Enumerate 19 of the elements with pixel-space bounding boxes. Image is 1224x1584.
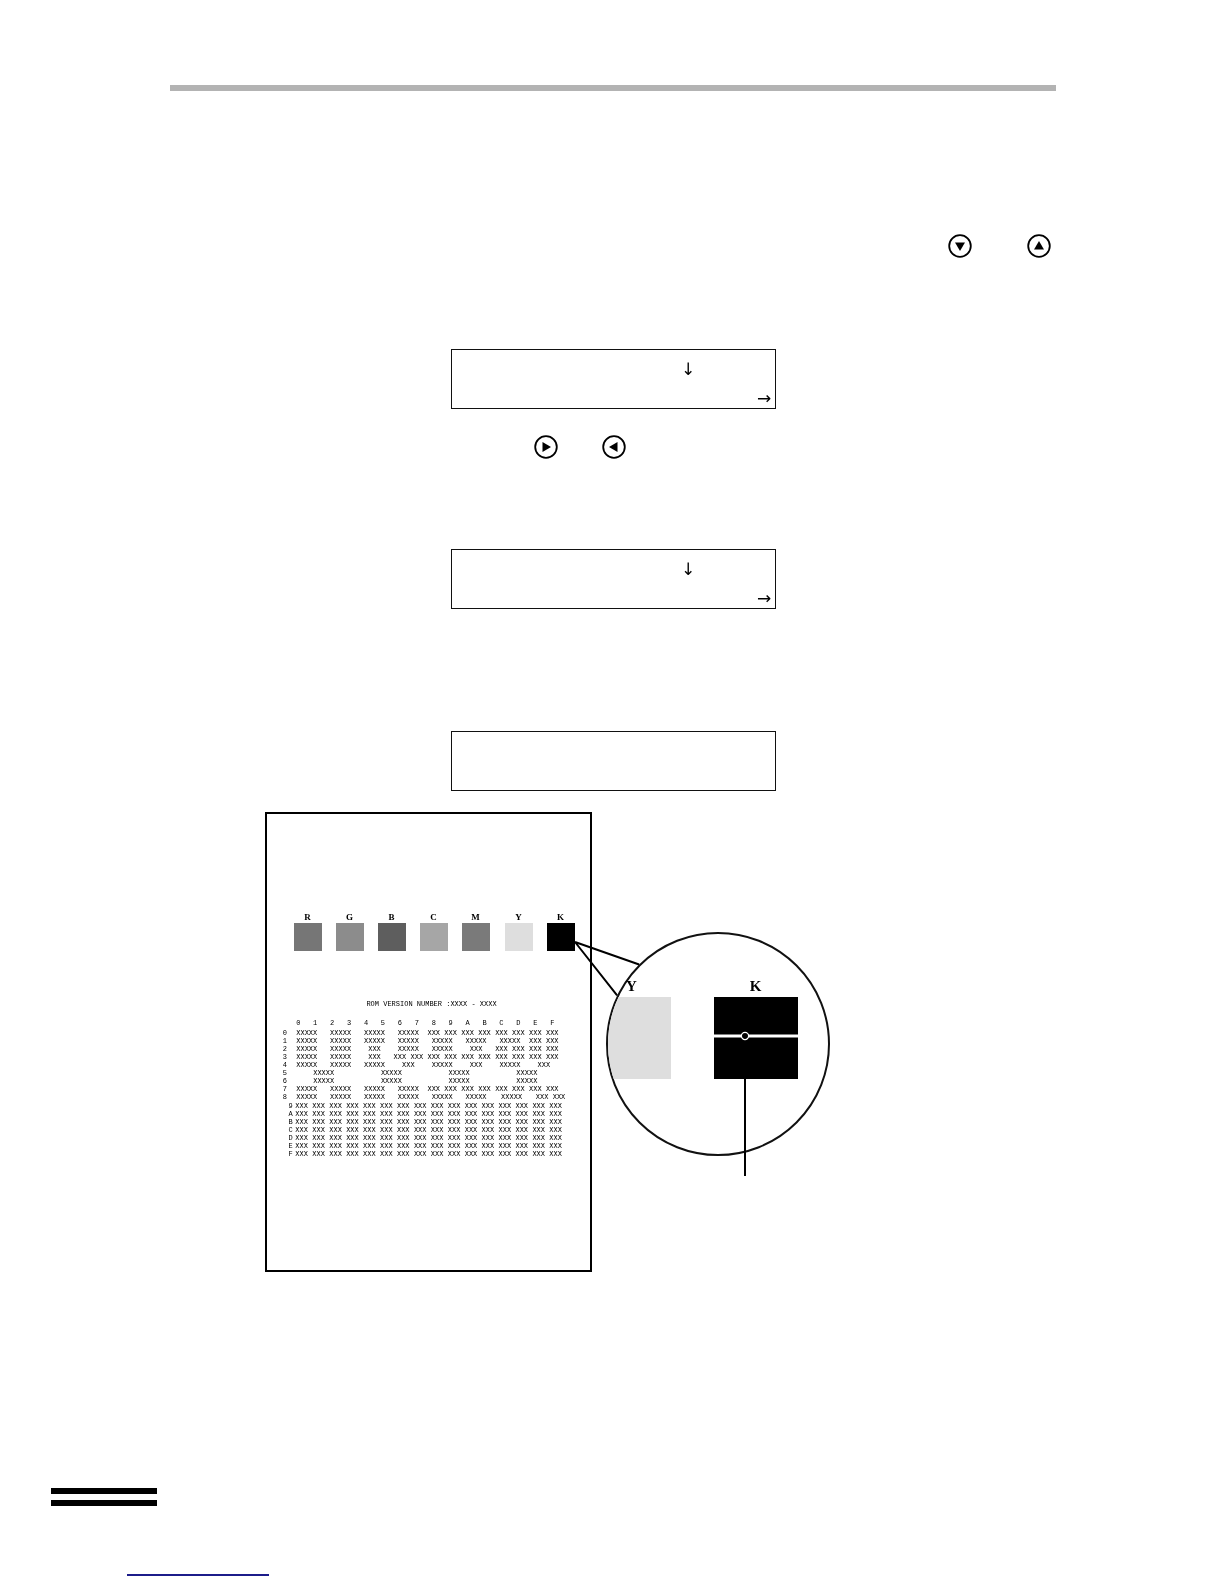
swatch-label: R: [304, 912, 311, 921]
swatch-label: B: [388, 912, 395, 921]
display-symbol: ↓: [680, 360, 696, 378]
magnifier-callout: [574, 941, 641, 997]
swatch-label: K: [557, 912, 564, 921]
swatch-label: M: [471, 912, 480, 921]
swatch-label: Y: [626, 978, 637, 993]
swatch-label: C: [430, 912, 437, 921]
test-print-sheet: [265, 812, 592, 1272]
swatch-label: Y: [515, 912, 522, 921]
lcd-display: [451, 549, 776, 609]
lcd-display: [451, 349, 776, 409]
display-symbol: →: [756, 389, 772, 407]
swatch-label: G: [346, 912, 353, 921]
lcd-display: [451, 731, 776, 791]
display-symbol: →: [756, 589, 772, 607]
display-symbol: ↓: [680, 560, 696, 578]
leader-line: [740, 1031, 750, 1177]
swatch-label: K: [749, 978, 762, 993]
